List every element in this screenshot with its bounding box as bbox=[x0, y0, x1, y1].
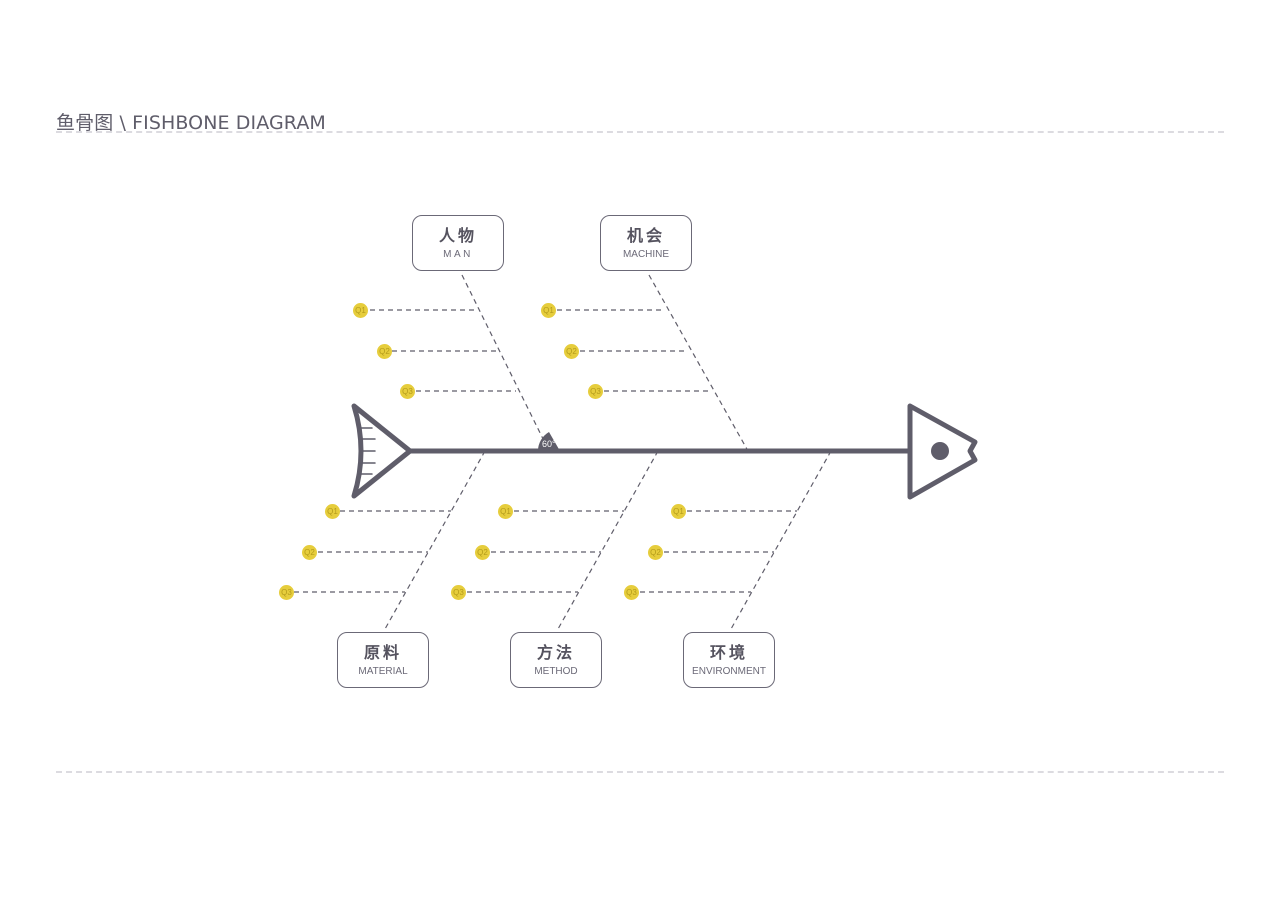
category-material: 原料 MATERIAL bbox=[337, 632, 429, 688]
point-environment-q3: Q3 bbox=[624, 585, 639, 600]
point-machine-q3: Q3 bbox=[588, 384, 603, 399]
fish-eye bbox=[931, 442, 949, 460]
bone-material bbox=[384, 450, 486, 630]
bone-machine bbox=[648, 274, 749, 452]
bone-man bbox=[461, 274, 550, 452]
point-man-q2: Q2 bbox=[377, 344, 392, 359]
category-environment: 环境 ENVIRONMENT bbox=[683, 632, 775, 688]
point-method-q2: Q2 bbox=[475, 545, 490, 560]
point-man-q1: Q1 bbox=[353, 303, 368, 318]
bone-environment bbox=[730, 450, 832, 630]
category-material-en: MATERIAL bbox=[358, 666, 408, 677]
category-machine-cn: 机会 bbox=[626, 226, 665, 245]
angle-sector bbox=[538, 432, 560, 451]
category-machine: 机会 MACHINE bbox=[600, 215, 692, 271]
category-man-cn: 人物 bbox=[438, 226, 477, 245]
bone-method bbox=[557, 450, 659, 630]
point-method-q3: Q3 bbox=[451, 585, 466, 600]
point-machine-q2: Q2 bbox=[564, 344, 579, 359]
category-method: 方法 METHOD bbox=[510, 632, 602, 688]
tail-fin-marks bbox=[357, 427, 376, 475]
point-environment-q1: Q1 bbox=[671, 504, 686, 519]
point-method-q1: Q1 bbox=[498, 504, 513, 519]
category-man-en: MAN bbox=[443, 249, 473, 260]
fish-tail bbox=[351, 403, 413, 499]
fish-head bbox=[907, 403, 978, 500]
bottom-divider bbox=[56, 771, 1224, 773]
top-divider bbox=[56, 131, 1224, 133]
category-method-cn: 方法 bbox=[536, 643, 575, 662]
point-material-q1: Q1 bbox=[325, 504, 340, 519]
point-material-q2: Q2 bbox=[302, 545, 317, 560]
category-environment-cn: 环境 bbox=[709, 643, 748, 662]
category-environment-en: ENVIRONMENT bbox=[692, 666, 766, 677]
angle-label: 60° bbox=[542, 439, 556, 449]
point-environment-q2: Q2 bbox=[648, 545, 663, 560]
point-man-q3: Q3 bbox=[400, 384, 415, 399]
category-method-en: METHOD bbox=[534, 666, 578, 677]
point-machine-q1: Q1 bbox=[541, 303, 556, 318]
category-material-cn: 原料 bbox=[363, 643, 402, 662]
page-title: 鱼骨图 \ FISHBONE DIAGRAM bbox=[56, 112, 326, 134]
category-machine-en: MACHINE bbox=[622, 249, 670, 260]
point-material-q3: Q3 bbox=[279, 585, 294, 600]
category-man: 人物 MAN bbox=[412, 215, 504, 271]
